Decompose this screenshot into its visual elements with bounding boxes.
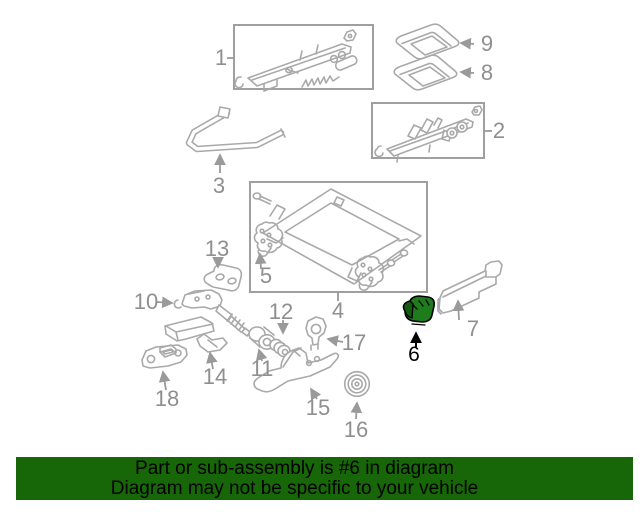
callout-6-highlighted: 6 (408, 343, 420, 366)
part-4-drawing (252, 188, 422, 285)
part-7-drawing (437, 260, 503, 315)
part-9-drawing (395, 23, 460, 60)
arrow-11 (255, 348, 268, 362)
arrow-16 (350, 401, 363, 420)
callout-7: 7 (466, 316, 480, 341)
arrow-14 (206, 351, 218, 370)
callout-9: 9 (480, 31, 494, 56)
part-15-drawing (253, 347, 340, 393)
callout-3: 3 (212, 173, 226, 198)
callout-14: 14 (202, 364, 228, 389)
callout-16: 16 (343, 417, 369, 442)
callout-15: 15 (305, 395, 331, 420)
arrow-9 (459, 37, 475, 50)
part-16-drawing (343, 370, 371, 398)
callout-8: 8 (480, 60, 494, 85)
callout-18: 18 (154, 386, 180, 411)
callout-arrows (156, 37, 492, 420)
callout-5: 5 (259, 263, 273, 288)
callout-13: 13 (204, 236, 230, 261)
arrow-17 (326, 335, 344, 347)
callout-4: 4 (331, 298, 345, 323)
part-2-drawing (374, 105, 483, 163)
arrow-18 (158, 370, 171, 391)
part-8-drawing (393, 54, 458, 91)
part-1-box (233, 24, 374, 90)
arrow-7 (452, 299, 465, 321)
arrow-10 (156, 296, 174, 309)
highlight-banner: Part or sub-assembly is #6 in diagram Di… (16, 457, 633, 500)
part-14-drawing (164, 316, 228, 353)
arrow-5 (254, 252, 267, 270)
part-10-drawing (173, 289, 251, 337)
part-1-drawing (234, 29, 358, 92)
part-18-drawing (141, 344, 188, 369)
part-6-drawing (402, 295, 436, 326)
arrow-15 (310, 387, 322, 401)
part-17-drawing (305, 316, 327, 351)
callout-10: 10 (133, 289, 159, 314)
part-13-drawing (203, 263, 243, 292)
part-5-drawing (253, 221, 385, 292)
callout-1: 1 (214, 45, 228, 70)
arrow-8 (459, 66, 475, 79)
callout-2: 2 (492, 118, 506, 143)
callout-17: 17 (341, 330, 367, 355)
callout-11: 11 (250, 356, 274, 381)
callout-12: 12 (268, 299, 294, 324)
banner-line-1: Part or sub-assembly is #6 in diagram (135, 458, 454, 479)
part-3-drawing (185, 106, 286, 153)
part-12-drawing (269, 338, 291, 358)
banner-line-2: Diagram may not be specific to your vehi… (110, 478, 479, 499)
